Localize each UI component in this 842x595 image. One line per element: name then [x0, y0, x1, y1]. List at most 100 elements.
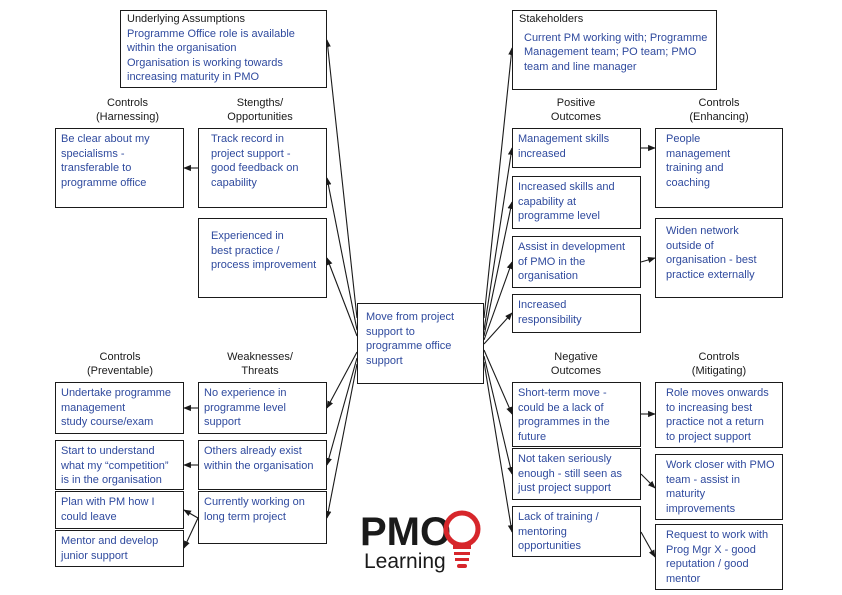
negative-outcome-box: Short-term move -could be a lack of prog… — [512, 382, 641, 447]
connector-arrow — [325, 357, 358, 466]
connector-arrow — [324, 39, 358, 319]
connector-arrow — [483, 361, 514, 533]
box-text-line: Increased — [518, 299, 567, 311]
box-text-line: capability — [211, 176, 257, 189]
connector-arrow — [183, 517, 199, 549]
header-strengths-opportunities: Stengths/Opportunities — [195, 96, 325, 124]
box-text-line: reputation / good — [666, 558, 749, 571]
box-text-line: future — [518, 430, 547, 443]
box-text-line: of PMO in the — [518, 255, 586, 268]
box-text-line: Mentor and develop — [61, 535, 159, 547]
column-header-line: Controls — [99, 351, 141, 363]
box-text-line: is in the organisation — [61, 474, 162, 487]
box-text-line: programmes in the — [518, 416, 610, 429]
header-controls-harnessing: Controls (Harnessing) — [60, 96, 195, 124]
logo-brand-text: PMO — [360, 510, 451, 554]
box-text-line: transferable to — [61, 162, 132, 175]
column-header-line: Negative — [554, 351, 598, 363]
box-text-line: Role moves onwards — [666, 387, 769, 399]
connector-arrow — [483, 349, 513, 415]
column-header-line: Positive — [556, 97, 596, 109]
stakeholders-title: Stakeholders — [519, 13, 584, 25]
box-text-line: management — [61, 401, 126, 414]
column-header-line: Stengths/ — [236, 97, 284, 109]
header-weaknesses-threats: Weaknesses/Threats — [195, 350, 325, 378]
center-line: support to — [366, 325, 415, 338]
box-text-line: People — [666, 133, 701, 145]
box-text-line: could leave — [61, 510, 117, 523]
box-text-line: could be a lack of — [518, 401, 604, 414]
box-text-line: project support - — [211, 147, 291, 160]
column-header-line: Controls — [698, 97, 740, 109]
column-header-line: (Harnessing) — [96, 111, 159, 123]
connector-arrow — [483, 47, 515, 319]
connector-arrow — [640, 531, 656, 558]
negative-outcome-box: Lack of training /mentoring opportunitie… — [512, 506, 641, 557]
connector-arrow — [483, 355, 514, 475]
connector-arrow — [483, 312, 513, 345]
center-goal-box: Move from project support to programme o… — [357, 303, 484, 384]
box-text-line: practice not a return — [666, 416, 764, 429]
connector-arrow — [326, 351, 358, 409]
box-text-line: responsibility — [518, 313, 582, 326]
box-text-line: training and — [666, 162, 724, 175]
box-text-line: Work closer with PMO — [666, 459, 775, 471]
box-text-line: Increased skills and — [518, 181, 615, 193]
box-text-line: Plan with PM how I — [61, 496, 155, 508]
box-text-line: what my “competition” — [61, 459, 169, 472]
box-text-line: mentor — [666, 572, 701, 585]
connector-arrow — [640, 256, 656, 263]
connector-arrow — [183, 509, 199, 519]
stakeholder-line: Management team; PO team; PMO — [524, 46, 697, 59]
center-line: Move from project — [366, 311, 455, 323]
box-text-line: within the organisation — [204, 459, 314, 472]
box-text-line: to project support — [666, 430, 751, 443]
box-text-line: maturity — [666, 488, 706, 501]
underlying-assumptions-box: Underlying Assumptions Programme Office … — [120, 10, 327, 88]
box-text-line: process improvement — [211, 259, 317, 272]
strength-box: Experienced in best practice / process im… — [198, 218, 327, 298]
column-header-line: (Mitigating) — [691, 365, 747, 377]
header-controls-preventable: Controls(Preventable) — [55, 350, 185, 378]
box-text-line: Start to understand — [61, 445, 155, 457]
box-text-line: organisation — [518, 270, 578, 283]
column-header-line: Outcomes — [550, 365, 602, 377]
assumptions-title: Underlying Assumptions — [127, 13, 246, 25]
box-text-line: coaching — [666, 176, 711, 189]
box-text-line: programme office — [61, 176, 147, 189]
box-text-line: team - assist in — [666, 473, 740, 486]
assumption-line: Organisation is working towards — [127, 56, 283, 69]
box-text-line: Management skills — [518, 133, 610, 145]
box-text-line: to increasing best — [666, 401, 753, 414]
connector-arrow — [326, 257, 358, 337]
box-text-line: best practice / — [211, 244, 280, 257]
box-text-line: Experienced in — [211, 230, 284, 242]
column-header-line: Controls — [107, 97, 148, 109]
box-text-line: long term project — [204, 510, 286, 523]
box-text-line: capability at — [518, 195, 577, 208]
column-header-line: Weaknesses/ — [227, 351, 293, 363]
assumption-line: Programme Office role is available — [127, 27, 295, 40]
box-text-line: management — [666, 147, 731, 160]
positive-outcome-box: Increased responsibility — [512, 294, 641, 333]
box-text-line: Prog Mgr X - good — [666, 543, 756, 556]
column-header-line: Threats — [241, 365, 279, 377]
connector-arrow — [483, 147, 514, 331]
box-text-line: practice externally — [666, 268, 755, 281]
center-line: programme office — [366, 340, 452, 353]
preventable-control-box: Start to understand what my “competition”… — [55, 440, 184, 490]
column-header-line: Controls — [698, 351, 740, 363]
box-text-line: support — [204, 416, 241, 429]
box-text-line: Request to work with — [666, 529, 769, 541]
center-line: support — [366, 354, 403, 367]
box-text-line: study course/exam — [61, 416, 154, 429]
box-text-line: Not taken seriously — [518, 453, 612, 465]
